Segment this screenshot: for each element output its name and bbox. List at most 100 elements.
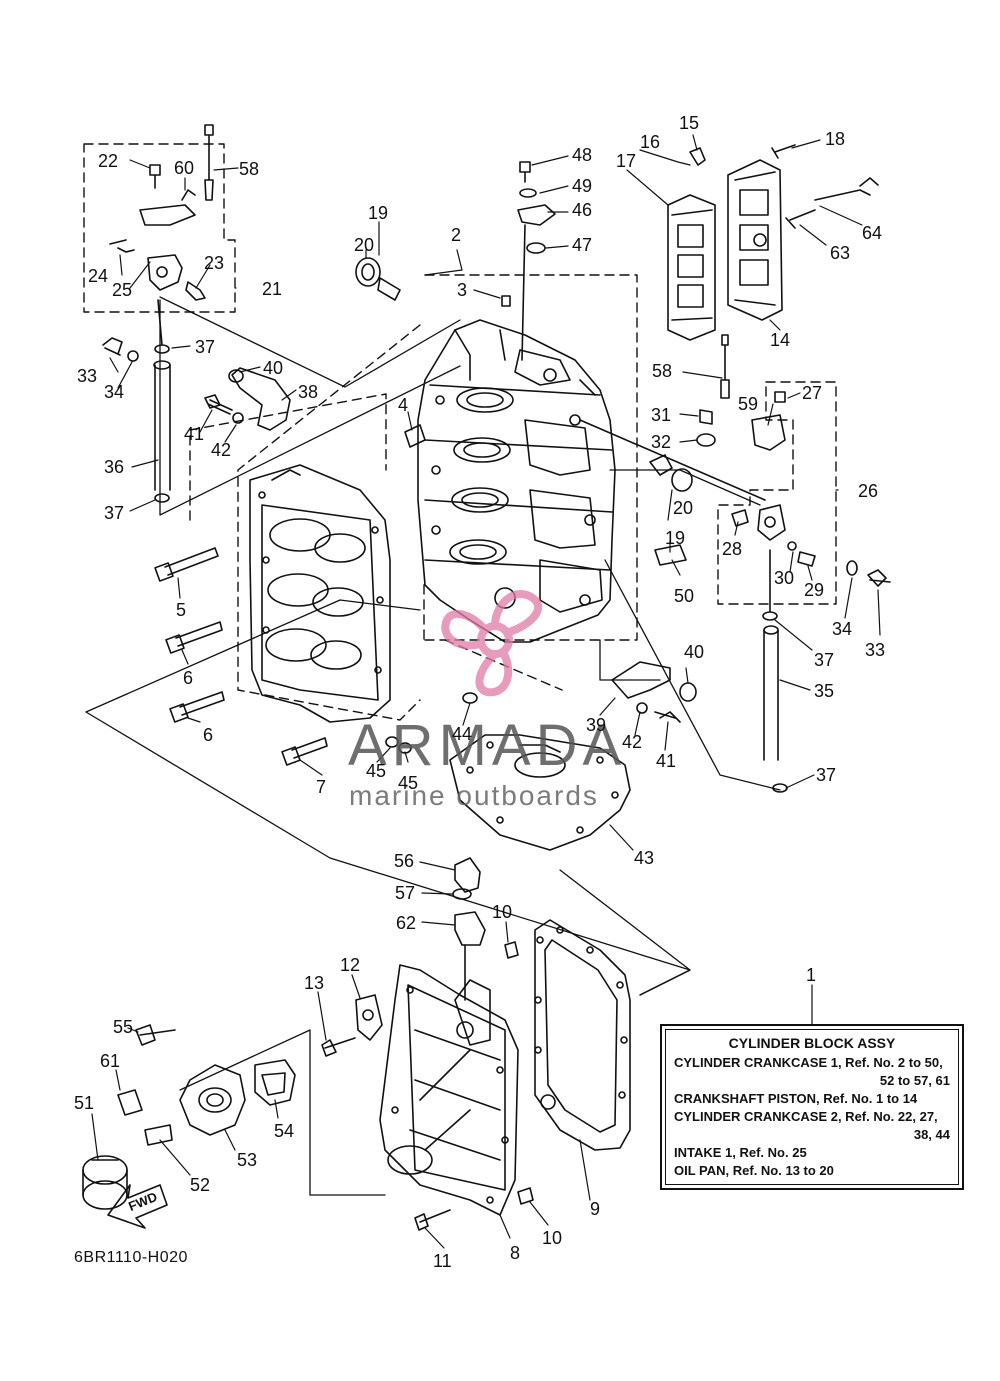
callout-37d: 37 bbox=[816, 765, 837, 785]
callout-26: 26 bbox=[858, 481, 879, 501]
group-box-sensor bbox=[717, 381, 837, 605]
callout-19b: 19 bbox=[665, 528, 686, 548]
diagram-code: 6BR1110-H020 bbox=[74, 1249, 188, 1266]
callout-11: 11 bbox=[433, 1251, 452, 1271]
callout-53: 53 bbox=[237, 1150, 258, 1170]
oil-filter-assembly bbox=[82, 1024, 296, 1210]
callout-42a: 42 bbox=[211, 440, 232, 460]
callout-52: 52 bbox=[190, 1175, 211, 1195]
callout-43: 43 bbox=[634, 848, 655, 868]
assembly-box-line: 38, 44 bbox=[913, 1127, 950, 1142]
sensor-group bbox=[579, 334, 891, 793]
callout-49: 49 bbox=[572, 176, 593, 196]
callout-19a: 19 bbox=[368, 203, 389, 223]
callout-30: 30 bbox=[774, 568, 795, 588]
cylinder-block bbox=[417, 319, 616, 643]
callout-6b: 6 bbox=[203, 725, 214, 745]
callout-21: 21 bbox=[262, 279, 283, 299]
assembly-box-title: CYLINDER BLOCK ASSY bbox=[728, 1035, 896, 1051]
callout-47: 47 bbox=[572, 235, 593, 255]
callout-25: 25 bbox=[112, 280, 133, 300]
callout-17: 17 bbox=[616, 151, 637, 171]
callout-34a: 34 bbox=[104, 382, 125, 402]
callout-12: 12 bbox=[340, 955, 361, 975]
callout-24: 24 bbox=[88, 266, 109, 286]
callout-22: 22 bbox=[98, 151, 119, 171]
callout-2: 2 bbox=[451, 225, 462, 245]
callout-37a: 37 bbox=[195, 337, 216, 357]
callout-56: 56 bbox=[394, 851, 415, 871]
callout-7: 7 bbox=[316, 777, 327, 797]
callout-62: 62 bbox=[396, 913, 417, 933]
assembly-box-line: INTAKE 1, Ref. No. 25 bbox=[674, 1145, 807, 1160]
gasket-9 bbox=[534, 919, 631, 1151]
bracket-38 bbox=[204, 367, 291, 431]
callout-33b: 33 bbox=[865, 640, 886, 660]
callout-1: 1 bbox=[806, 965, 817, 985]
exhaust-cover bbox=[667, 144, 879, 341]
watermark-title: ARMADA bbox=[348, 713, 627, 778]
assembly-box-line: 52 to 57, 61 bbox=[879, 1073, 950, 1088]
callout-13: 13 bbox=[304, 973, 325, 993]
callout-48: 48 bbox=[572, 145, 593, 165]
callout-9: 9 bbox=[590, 1199, 601, 1219]
callout-31: 31 bbox=[651, 405, 672, 425]
callout-28: 28 bbox=[722, 539, 743, 559]
callout-37b: 37 bbox=[104, 503, 125, 523]
callout-6a: 6 bbox=[183, 668, 194, 688]
callout-59: 59 bbox=[738, 394, 759, 414]
gasket-43 bbox=[449, 734, 631, 851]
callout-38: 38 bbox=[298, 382, 319, 402]
callout-46: 46 bbox=[572, 200, 593, 220]
callout-63: 63 bbox=[830, 243, 851, 263]
callout-10b: 10 bbox=[542, 1228, 563, 1248]
callout-4: 4 bbox=[398, 395, 409, 415]
callout-33a: 33 bbox=[77, 366, 98, 386]
intake-parts bbox=[102, 124, 214, 503]
assembly-box-line: CYLINDER CRANKCASE 2, Ref. No. 22, 27, bbox=[674, 1109, 938, 1124]
callout-37c: 37 bbox=[814, 650, 835, 670]
group-box-intake bbox=[83, 143, 236, 313]
callout-20a: 20 bbox=[354, 235, 375, 255]
oil-pan bbox=[379, 964, 519, 1216]
callout-3: 3 bbox=[457, 280, 468, 300]
callout-58a: 58 bbox=[239, 159, 260, 179]
callout-51: 51 bbox=[74, 1093, 95, 1113]
assembly-box-line: CYLINDER CRANKCASE 1, Ref. No. 2 to 50, bbox=[674, 1055, 943, 1070]
callout-18: 18 bbox=[825, 129, 846, 149]
callout-45a: 45 bbox=[366, 761, 387, 781]
group-box-cylinder-block bbox=[424, 274, 638, 641]
assembly-box-line: OIL PAN, Ref. No. 13 to 20 bbox=[674, 1163, 834, 1178]
callout-8: 8 bbox=[510, 1243, 521, 1263]
group-box-crankcase-2 bbox=[237, 324, 421, 721]
callout-10a: 10 bbox=[492, 902, 513, 922]
callout-20b: 20 bbox=[673, 498, 694, 518]
callout-44: 44 bbox=[452, 724, 473, 744]
callout-32: 32 bbox=[651, 432, 672, 452]
callout-55: 55 bbox=[113, 1017, 134, 1037]
callout-14: 14 bbox=[770, 330, 791, 350]
callout-34b: 34 bbox=[832, 619, 853, 639]
callout-54: 54 bbox=[274, 1121, 295, 1141]
callout-23: 23 bbox=[204, 253, 225, 273]
crankcase-2 bbox=[249, 464, 391, 723]
callout-40b: 40 bbox=[684, 642, 705, 662]
callout-41a: 41 bbox=[184, 424, 205, 444]
crankcase-bolts bbox=[154, 547, 328, 766]
callout-5: 5 bbox=[176, 600, 187, 620]
callout-40a: 40 bbox=[263, 358, 284, 378]
callout-35: 35 bbox=[814, 681, 835, 701]
callout-39: 39 bbox=[586, 715, 607, 735]
callout-58b: 58 bbox=[652, 361, 673, 381]
callout-64: 64 bbox=[862, 223, 883, 243]
fwd-arrow bbox=[107, 1184, 168, 1229]
callout-57: 57 bbox=[395, 883, 416, 903]
callout-29: 29 bbox=[804, 580, 825, 600]
callout-41b: 41 bbox=[656, 751, 677, 771]
callout-27: 27 bbox=[802, 383, 823, 403]
callout-15: 15 bbox=[679, 113, 700, 133]
assembly-box-line: CRANKSHAFT PISTON, Ref. No. 1 to 14 bbox=[674, 1091, 918, 1106]
callout-45b: 45 bbox=[398, 773, 419, 793]
callout-50: 50 bbox=[674, 586, 695, 606]
